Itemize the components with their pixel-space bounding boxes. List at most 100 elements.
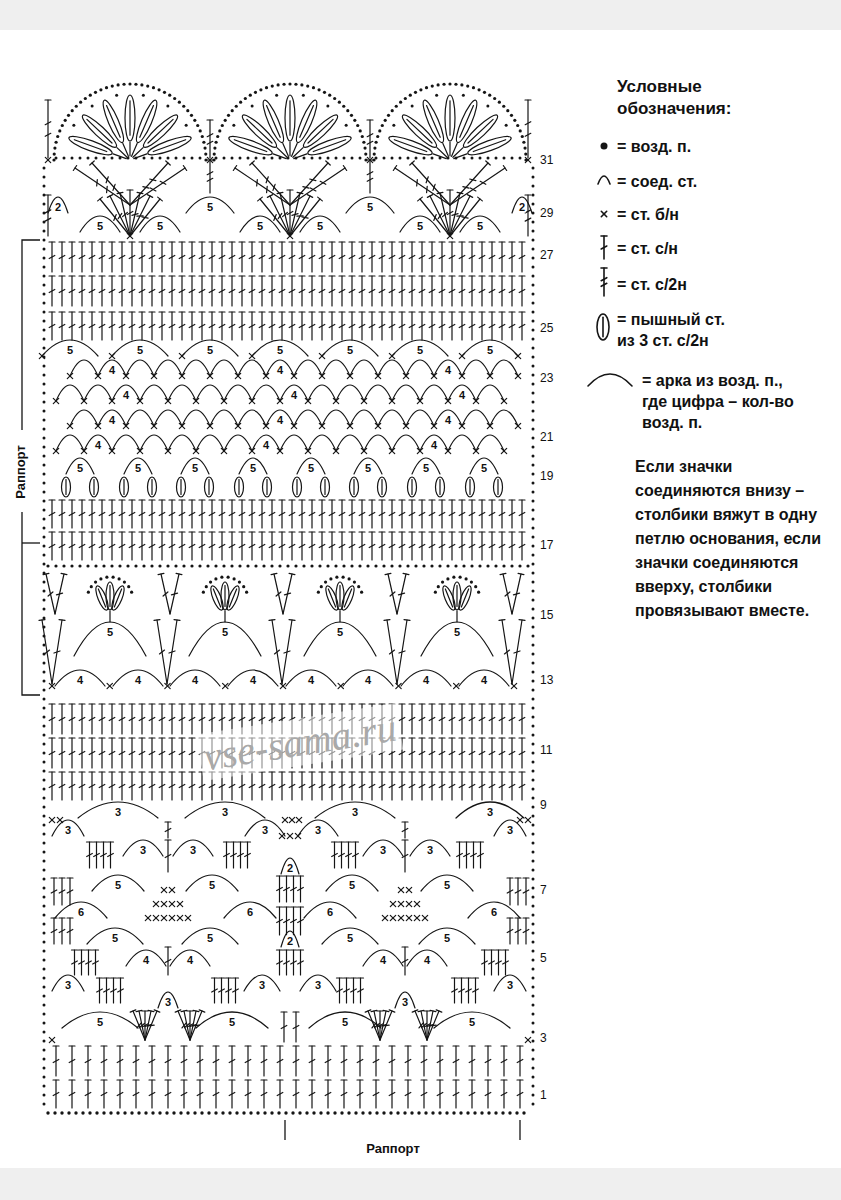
double-crochet	[109, 325, 115, 328]
double-crochet	[119, 771, 125, 772]
chain-stitch	[358, 564, 361, 567]
double-crochet	[512, 620, 522, 684]
chain-stitch	[302, 564, 305, 567]
chain-stitch	[532, 284, 535, 287]
puff-stitch	[461, 589, 468, 607]
single-crochet	[223, 683, 228, 688]
single-crochet	[153, 901, 158, 906]
double-crochet	[231, 841, 237, 842]
double-crochet	[457, 854, 463, 857]
double-crochet	[439, 499, 445, 500]
chain-stitch	[43, 887, 46, 890]
double-crochet	[329, 531, 335, 532]
double-crochet	[341, 1079, 347, 1080]
single-crochet	[137, 448, 142, 453]
double-crochet	[49, 718, 55, 721]
double-crochet	[419, 499, 425, 500]
double-crochet	[339, 531, 345, 532]
chain-stitch	[532, 365, 535, 368]
double-crochet	[231, 854, 237, 857]
chain-arch	[238, 410, 266, 426]
chain-stitch	[518, 564, 521, 567]
single-crochet	[221, 448, 226, 453]
chain-stitch	[238, 564, 241, 567]
chain-stitch	[62, 564, 65, 567]
double-crochet	[409, 785, 415, 788]
double-crochet	[479, 718, 485, 721]
double-crochet	[59, 619, 65, 621]
double-crochet	[199, 545, 205, 548]
double-crochet	[119, 531, 125, 532]
double-crochet	[56, 593, 62, 595]
double-crochet	[523, 877, 529, 878]
double-crochet	[49, 737, 55, 738]
single-crochet	[169, 915, 174, 920]
chain-stitch	[466, 1111, 469, 1114]
chain-stitch	[474, 585, 477, 588]
double-crochet	[383, 1025, 389, 1027]
puff-stitch	[350, 477, 359, 497]
chain-stitch	[43, 203, 46, 206]
double-crochet	[69, 325, 75, 328]
double-crochet	[219, 977, 225, 978]
double-crochet	[277, 1045, 283, 1046]
single-crochet	[185, 915, 190, 920]
single-crochet	[67, 373, 72, 378]
double-crochet	[519, 718, 525, 721]
double-crochet	[149, 1093, 155, 1096]
double-crochet	[109, 499, 115, 500]
chain-stitch	[532, 797, 535, 800]
double-crochet	[51, 930, 57, 933]
chain-stitch	[532, 914, 535, 917]
single-crochet	[361, 398, 366, 403]
double-crochet	[67, 930, 73, 933]
chain-stitch	[532, 752, 535, 755]
single-crochet	[177, 901, 182, 906]
chain-stitch	[532, 437, 535, 440]
chain-stitch	[43, 248, 46, 251]
double-crochet	[79, 703, 85, 704]
double-crochet	[419, 718, 425, 721]
double-crochet	[49, 785, 55, 788]
double-crochet	[219, 545, 225, 548]
puff-stitch	[381, 480, 382, 495]
single-crochet	[333, 448, 338, 453]
chain-stitch	[202, 591, 205, 594]
double-crochet	[136, 1010, 142, 1011]
double-crochet	[489, 771, 495, 772]
double-crochet	[449, 785, 455, 788]
chain-stitch	[43, 707, 46, 710]
double-crochet	[149, 771, 155, 772]
chain-stitch	[249, 1111, 252, 1114]
double-crochet	[459, 977, 465, 978]
chain-arch	[154, 360, 182, 376]
puff-stitch	[109, 586, 110, 607]
chain-stitch	[342, 564, 345, 567]
double-crochet	[101, 1045, 107, 1046]
double-crochet	[430, 1010, 436, 1011]
chain-stitch	[43, 338, 46, 341]
double-crochet	[509, 531, 515, 532]
double-crochet	[482, 949, 488, 950]
double-crochet	[499, 737, 505, 738]
single-crochet	[525, 1037, 530, 1042]
chain-stitch	[532, 770, 535, 773]
double-crochet	[439, 703, 445, 704]
double-crochet	[129, 499, 135, 500]
chain-stitch	[368, 1111, 371, 1114]
double-crochet	[101, 1079, 107, 1080]
single-crochet	[49, 817, 54, 822]
double-crochet	[309, 703, 315, 704]
single-crochet	[398, 887, 403, 892]
single-crochet	[177, 915, 182, 920]
chain-stitch	[43, 266, 46, 269]
chain-arch	[196, 385, 224, 401]
puff-stitch	[177, 477, 186, 497]
chain-arch	[182, 360, 210, 376]
double-crochet	[309, 1045, 315, 1046]
double-crochet	[109, 752, 115, 755]
double-crochet	[405, 1079, 411, 1080]
double-crochet	[421, 1060, 427, 1063]
double-crochet	[169, 771, 175, 772]
chain-stitch	[151, 1111, 154, 1114]
